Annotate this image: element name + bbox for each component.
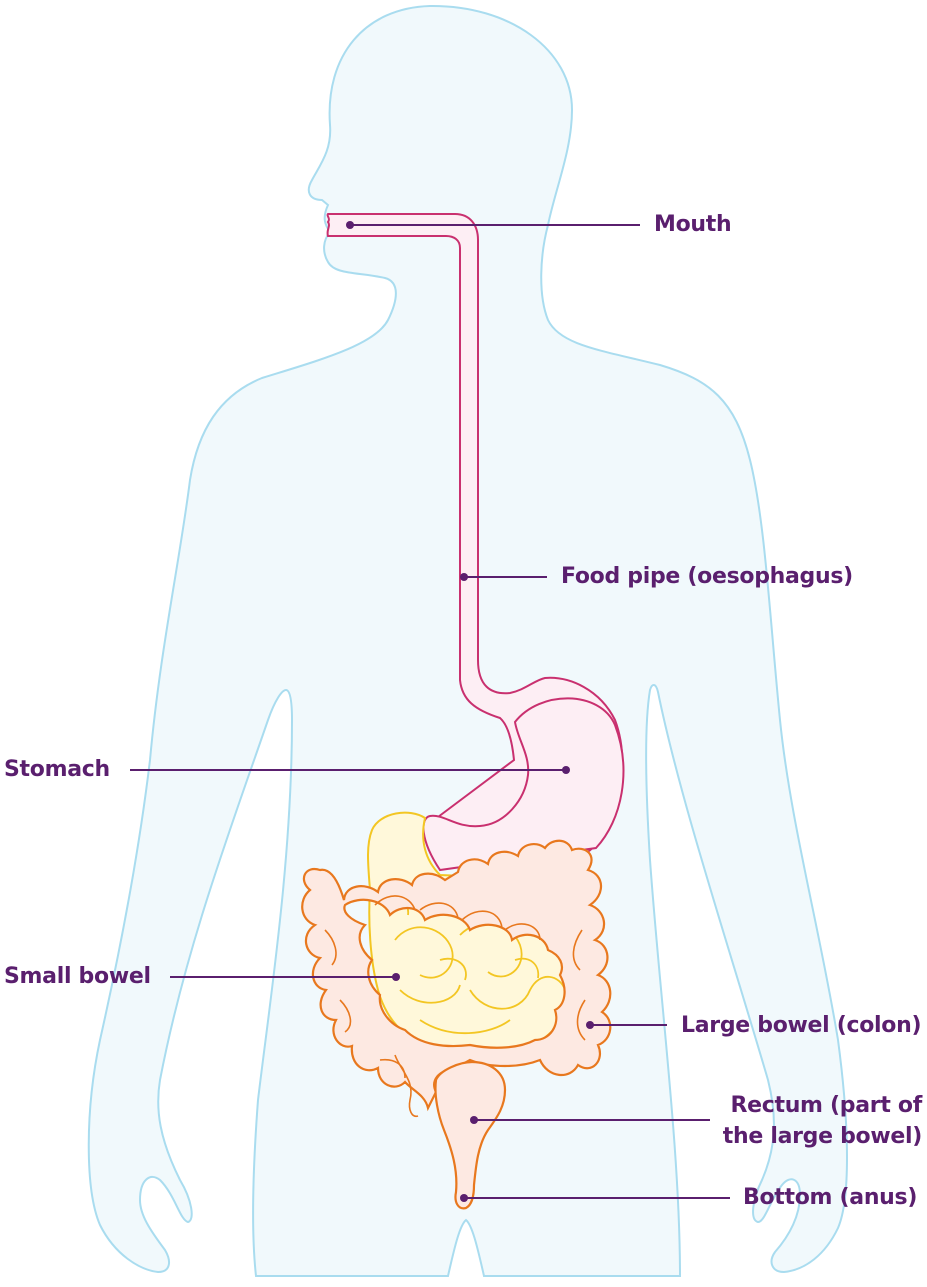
label-stomach: Stomach xyxy=(4,756,110,784)
label-food-pipe: Food pipe (oesophagus) xyxy=(561,563,853,591)
leader-dot-bottom xyxy=(460,1194,468,1202)
label-mouth: Mouth xyxy=(654,211,731,239)
leader-dot-food-pipe xyxy=(460,573,468,581)
label-rectum-line1: Rectum (part of xyxy=(722,1090,922,1121)
label-large-bowel: Large bowel (colon) xyxy=(681,1012,921,1040)
leader-dot-small-bowel xyxy=(392,973,400,981)
leader-dot-stomach xyxy=(562,766,570,774)
label-bottom: Bottom (anus) xyxy=(743,1184,917,1212)
label-rectum-line2: the large bowel) xyxy=(722,1121,922,1152)
label-rectum: Rectum (part of the large bowel) xyxy=(722,1090,922,1152)
leader-dot-large-bowel xyxy=(586,1021,594,1029)
leader-dot-rectum xyxy=(470,1116,478,1124)
label-small-bowel: Small bowel xyxy=(4,963,151,991)
leader-dot-mouth xyxy=(346,221,354,229)
